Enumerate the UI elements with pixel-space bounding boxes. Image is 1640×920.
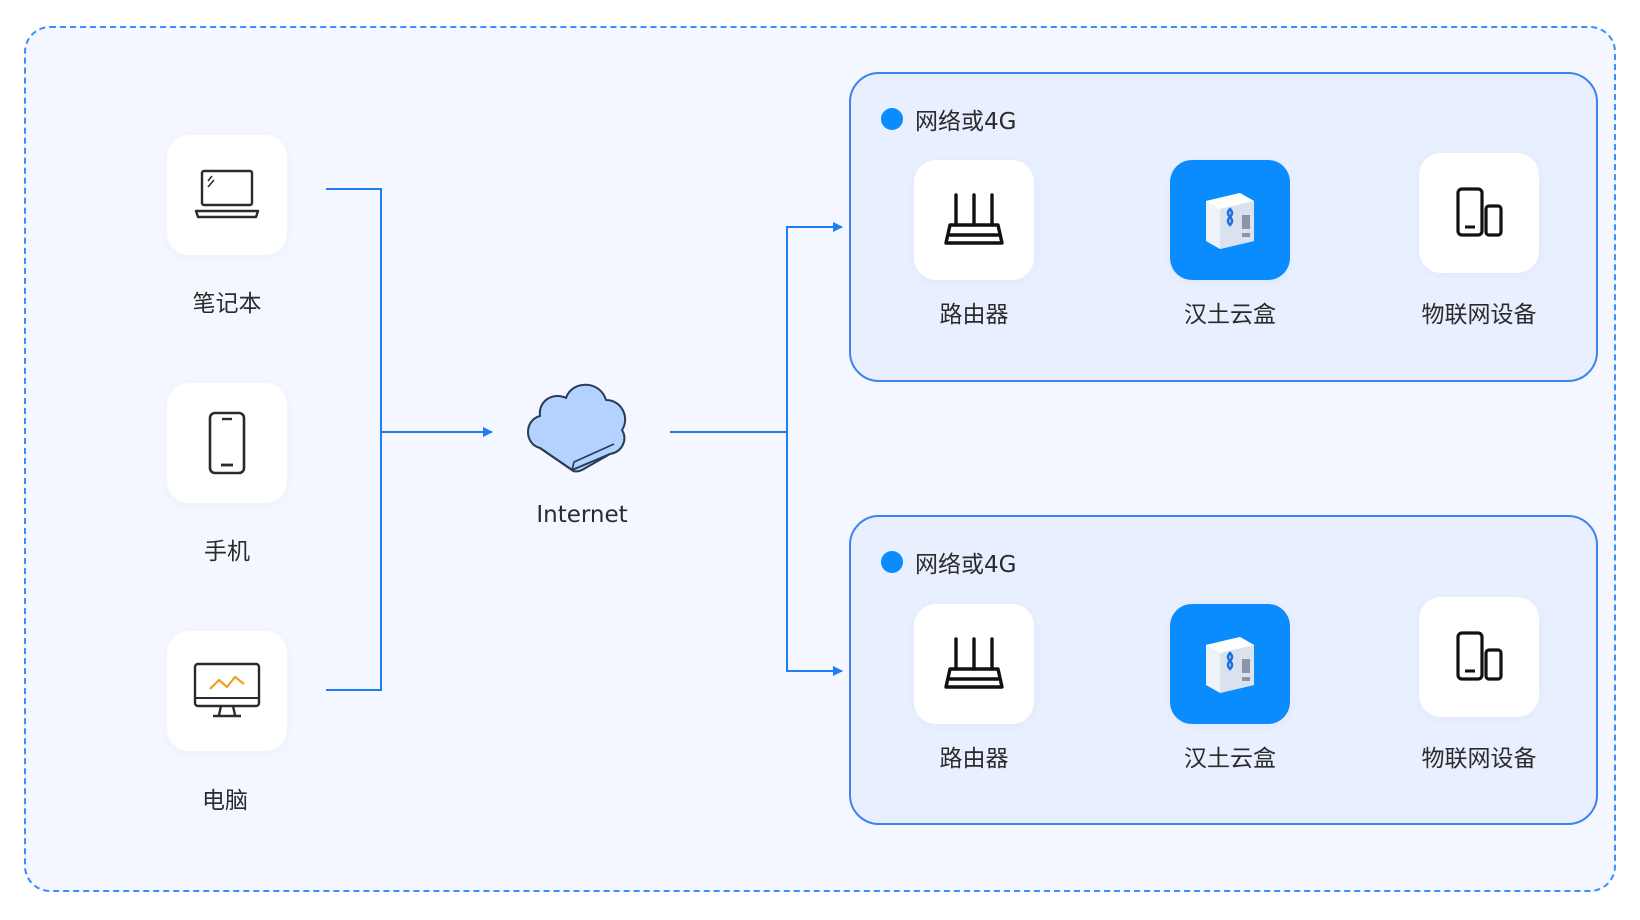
cloud-icon: [527, 383, 627, 473]
cloud-box-icon: [1206, 193, 1254, 249]
branch-top-connector: [786, 222, 843, 432]
gateway-tile-1[interactable]: [1170, 160, 1290, 280]
router-label-1: 路由器: [939, 302, 1009, 328]
router-label-2: 路由器: [939, 746, 1009, 772]
router-tile-2[interactable]: [914, 604, 1034, 724]
region-1-title: 网络或4G: [881, 102, 1016, 136]
desktop-label: 电脑: [202, 788, 248, 814]
phone-tile[interactable]: [167, 383, 287, 503]
iot-device-tile-1[interactable]: [1419, 153, 1539, 273]
router-icon: [944, 637, 1004, 689]
cloud-box-icon: [1206, 637, 1254, 693]
monitor-icon: [193, 662, 261, 718]
laptop-tile[interactable]: [167, 135, 287, 255]
gateway-label-1: 汉土云盒: [1184, 302, 1276, 328]
region-dot-icon: [881, 551, 903, 573]
laptop-label: 笔记本: [192, 291, 262, 317]
desktop-connector: [326, 432, 382, 691]
region-2-title: 网络或4G: [881, 545, 1016, 579]
iot-device-label-2: 物联网设备: [1421, 746, 1537, 772]
phone-label: 手机: [204, 539, 250, 565]
iot-device-tile-2[interactable]: [1419, 597, 1539, 717]
router-icon: [944, 193, 1004, 245]
gateway-tile-2[interactable]: [1170, 604, 1290, 724]
cloud-label: Internet: [536, 502, 628, 528]
iot-devices-icon: [1456, 631, 1503, 681]
laptop-connector: [326, 188, 382, 432]
laptop-icon: [194, 169, 260, 219]
region-dot-icon: [881, 108, 903, 130]
region-1-title-text: 网络或4G: [915, 109, 1017, 135]
iot-device-label-1: 物联网设备: [1421, 302, 1537, 328]
branch-bottom-connector: [786, 432, 843, 676]
gateway-label-2: 汉土云盒: [1184, 746, 1276, 772]
iot-devices-icon: [1456, 187, 1503, 237]
smartphone-icon: [208, 411, 246, 475]
region-2-title-text: 网络或4G: [915, 552, 1017, 578]
router-tile-1[interactable]: [914, 160, 1034, 280]
desktop-tile[interactable]: [167, 631, 287, 751]
